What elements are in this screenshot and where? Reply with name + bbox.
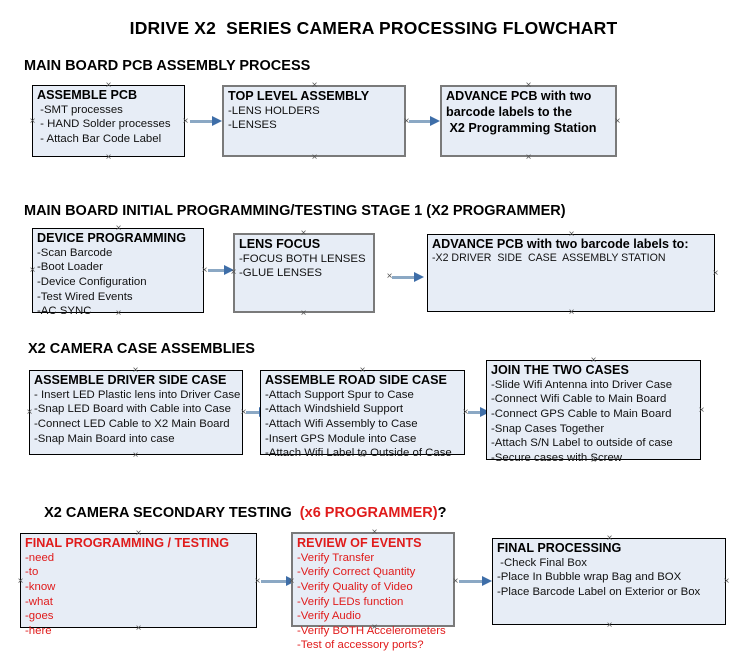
box-assemble-driver-side-case[interactable]: ASSEMBLE DRIVER SIDE CASE - Insert LED P… — [29, 370, 243, 455]
arrow-shaft — [208, 269, 225, 272]
section-heading-2: MAIN BOARD INITIAL PROGRAMMING/TESTING S… — [24, 203, 566, 219]
handle-top-icon[interactable] — [104, 81, 113, 90]
box-review-of-events[interactable]: REVIEW OF EVENTS -Verify Transfer -Verif… — [291, 532, 455, 651]
box-advance-pcb-programming-station[interactable]: ADVANCE PCB with two barcode labels to t… — [440, 85, 617, 157]
section-heading-4-red: (x6 PROGRAMMER) — [299, 505, 438, 521]
arrow-shaft — [246, 411, 260, 414]
section-heading-4-main: X2 CAMERA SECONDARY TESTING — [44, 505, 300, 521]
handle-left-icon[interactable] — [385, 272, 394, 281]
box-title: ADVANCE PCB with two barcode labels to: — [432, 237, 689, 251]
arrow-shaft — [468, 411, 481, 414]
handle-left-icon[interactable] — [229, 268, 238, 277]
box-final-processing[interactable]: FINAL PROCESSING -Check Final Box -Place… — [492, 538, 726, 625]
handle-top-icon[interactable] — [299, 229, 308, 238]
handle-bottom-icon[interactable] — [589, 456, 598, 465]
box-advance-pcb-driver-side-station[interactable]: ADVANCE PCB with two barcode labels to: … — [427, 234, 715, 312]
handle-bottom-icon[interactable] — [104, 153, 113, 162]
box-title: ASSEMBLE ROAD SIDE CASE — [265, 373, 447, 387]
box-lines: -X2 DRIVER SIDE CASE ASSEMBLY STATION — [432, 251, 666, 264]
box-lines: -Check Final Box -Place In Bubble wrap B… — [497, 556, 701, 599]
box-lines: -LENS HOLDERS -LENSES — [228, 104, 320, 132]
handle-top-icon[interactable] — [605, 534, 614, 543]
box-top-level-assembly[interactable]: TOP LEVEL ASSEMBLY -LENS HOLDERS -LENSES — [222, 85, 406, 157]
handle-top-icon[interactable] — [589, 356, 598, 365]
handle-bottom-icon[interactable] — [567, 308, 576, 317]
box-assemble-road-side-case[interactable]: ASSEMBLE ROAD SIDE CASE -Attach Support … — [260, 370, 465, 459]
handle-bottom-icon[interactable] — [524, 153, 533, 162]
box-lines: -Verify Transfer -Verify Correct Quantit… — [297, 551, 446, 652]
connector-arrow — [190, 116, 222, 127]
handle-right-icon[interactable] — [722, 577, 731, 586]
handle-left-icon[interactable] — [28, 266, 37, 275]
box-lines: barcode labels to the X2 Programming Sta… — [446, 104, 597, 135]
box-title: JOIN THE TWO CASES — [491, 363, 629, 377]
handle-left-icon[interactable] — [25, 408, 34, 417]
arrow-head-icon — [430, 116, 440, 126]
box-title: ASSEMBLE DRIVER SIDE CASE — [34, 373, 227, 387]
handle-bottom-icon[interactable] — [370, 623, 379, 632]
box-assemble-pcb[interactable]: ASSEMBLE PCB -SMT processes - HAND Solde… — [32, 85, 185, 157]
handle-top-icon[interactable] — [310, 81, 319, 90]
box-lines: -need -to -know -what -goes -here — [25, 551, 56, 637]
handle-top-icon[interactable] — [114, 224, 123, 233]
handle-top-icon[interactable] — [524, 81, 533, 90]
handle-bottom-icon[interactable] — [605, 621, 614, 630]
handle-left-icon[interactable] — [287, 577, 296, 586]
handle-bottom-icon[interactable] — [299, 309, 308, 318]
handle-right-icon[interactable] — [697, 406, 706, 415]
box-title: ADVANCE PCB with two — [446, 89, 592, 103]
handle-top-icon[interactable] — [134, 529, 143, 538]
section-heading-3: X2 CAMERA CASE ASSEMBLIES — [28, 341, 255, 357]
handle-top-icon[interactable] — [370, 528, 379, 537]
arrow-shaft — [392, 276, 415, 279]
box-title: ASSEMBLE PCB — [37, 88, 138, 102]
arrow-head-icon — [480, 407, 490, 417]
section-heading-1: MAIN BOARD PCB ASSEMBLY PROCESS — [24, 58, 311, 74]
arrow-shaft — [190, 120, 213, 123]
box-lines: - Insert LED Plastic lens into Driver Ca… — [34, 388, 241, 445]
box-lines: -FOCUS BOTH LENSES -GLUE LENSES — [239, 252, 366, 280]
box-lines: -Attach Support Spur to Case -Attach Win… — [265, 388, 452, 460]
section-heading-4-tail: ? — [437, 505, 447, 521]
box-title: REVIEW OF EVENTS — [297, 536, 422, 550]
handle-bottom-icon[interactable] — [358, 451, 367, 460]
box-title: LENS FOCUS — [239, 237, 321, 251]
arrow-shaft — [261, 580, 287, 583]
handle-right-icon[interactable] — [711, 269, 720, 278]
box-lens-focus[interactable]: LENS FOCUS -FOCUS BOTH LENSES -GLUE LENS… — [233, 233, 375, 313]
box-title: FINAL PROGRAMMING / TESTING — [25, 536, 230, 550]
box-lines: -Scan Barcode -Boot Loader -Device Confi… — [37, 246, 147, 318]
box-title: DEVICE PROGRAMMING — [37, 231, 187, 245]
handle-right-icon[interactable] — [613, 117, 622, 126]
box-lines: -Slide Wifi Antenna into Driver Case -Co… — [491, 378, 673, 464]
handle-left-icon[interactable] — [16, 577, 25, 586]
arrow-head-icon — [212, 116, 222, 126]
arrow-shaft — [459, 580, 483, 583]
arrow-shaft — [409, 120, 431, 123]
box-device-programming[interactable]: DEVICE PROGRAMMING -Scan Barcode -Boot L… — [32, 228, 204, 317]
handle-bottom-icon[interactable] — [134, 624, 143, 633]
section-heading-4: X2 CAMERA SECONDARY TESTING (x6 PROGRAMM… — [28, 489, 446, 537]
connector-arrow — [459, 576, 492, 587]
handle-top-icon[interactable] — [131, 366, 140, 375]
page-title: IDRIVE X2 SERIES CAMERA PROCESSING FLOWC… — [129, 18, 618, 38]
handle-left-icon[interactable] — [28, 117, 37, 126]
handle-bottom-icon[interactable] — [114, 309, 123, 318]
arrow-head-icon — [414, 272, 424, 282]
box-join-the-two-cases[interactable]: JOIN THE TWO CASES -Slide Wifi Antenna i… — [486, 360, 701, 464]
arrow-head-icon — [482, 576, 492, 586]
box-final-programming-testing[interactable]: FINAL PROGRAMMING / TESTING -need -to -k… — [20, 533, 257, 637]
handle-bottom-icon[interactable] — [131, 451, 140, 460]
handle-top-icon[interactable] — [567, 230, 576, 239]
box-title: FINAL PROCESSING — [497, 541, 622, 555]
connector-arrow — [392, 272, 424, 283]
connector-arrow — [409, 116, 440, 127]
box-title: TOP LEVEL ASSEMBLY — [228, 89, 370, 103]
handle-right-icon[interactable] — [181, 117, 190, 126]
handle-bottom-icon[interactable] — [310, 153, 319, 162]
box-lines: -SMT processes - HAND Solder processes -… — [40, 103, 171, 146]
handle-top-icon[interactable] — [358, 366, 367, 375]
connector-arrow — [468, 407, 490, 418]
